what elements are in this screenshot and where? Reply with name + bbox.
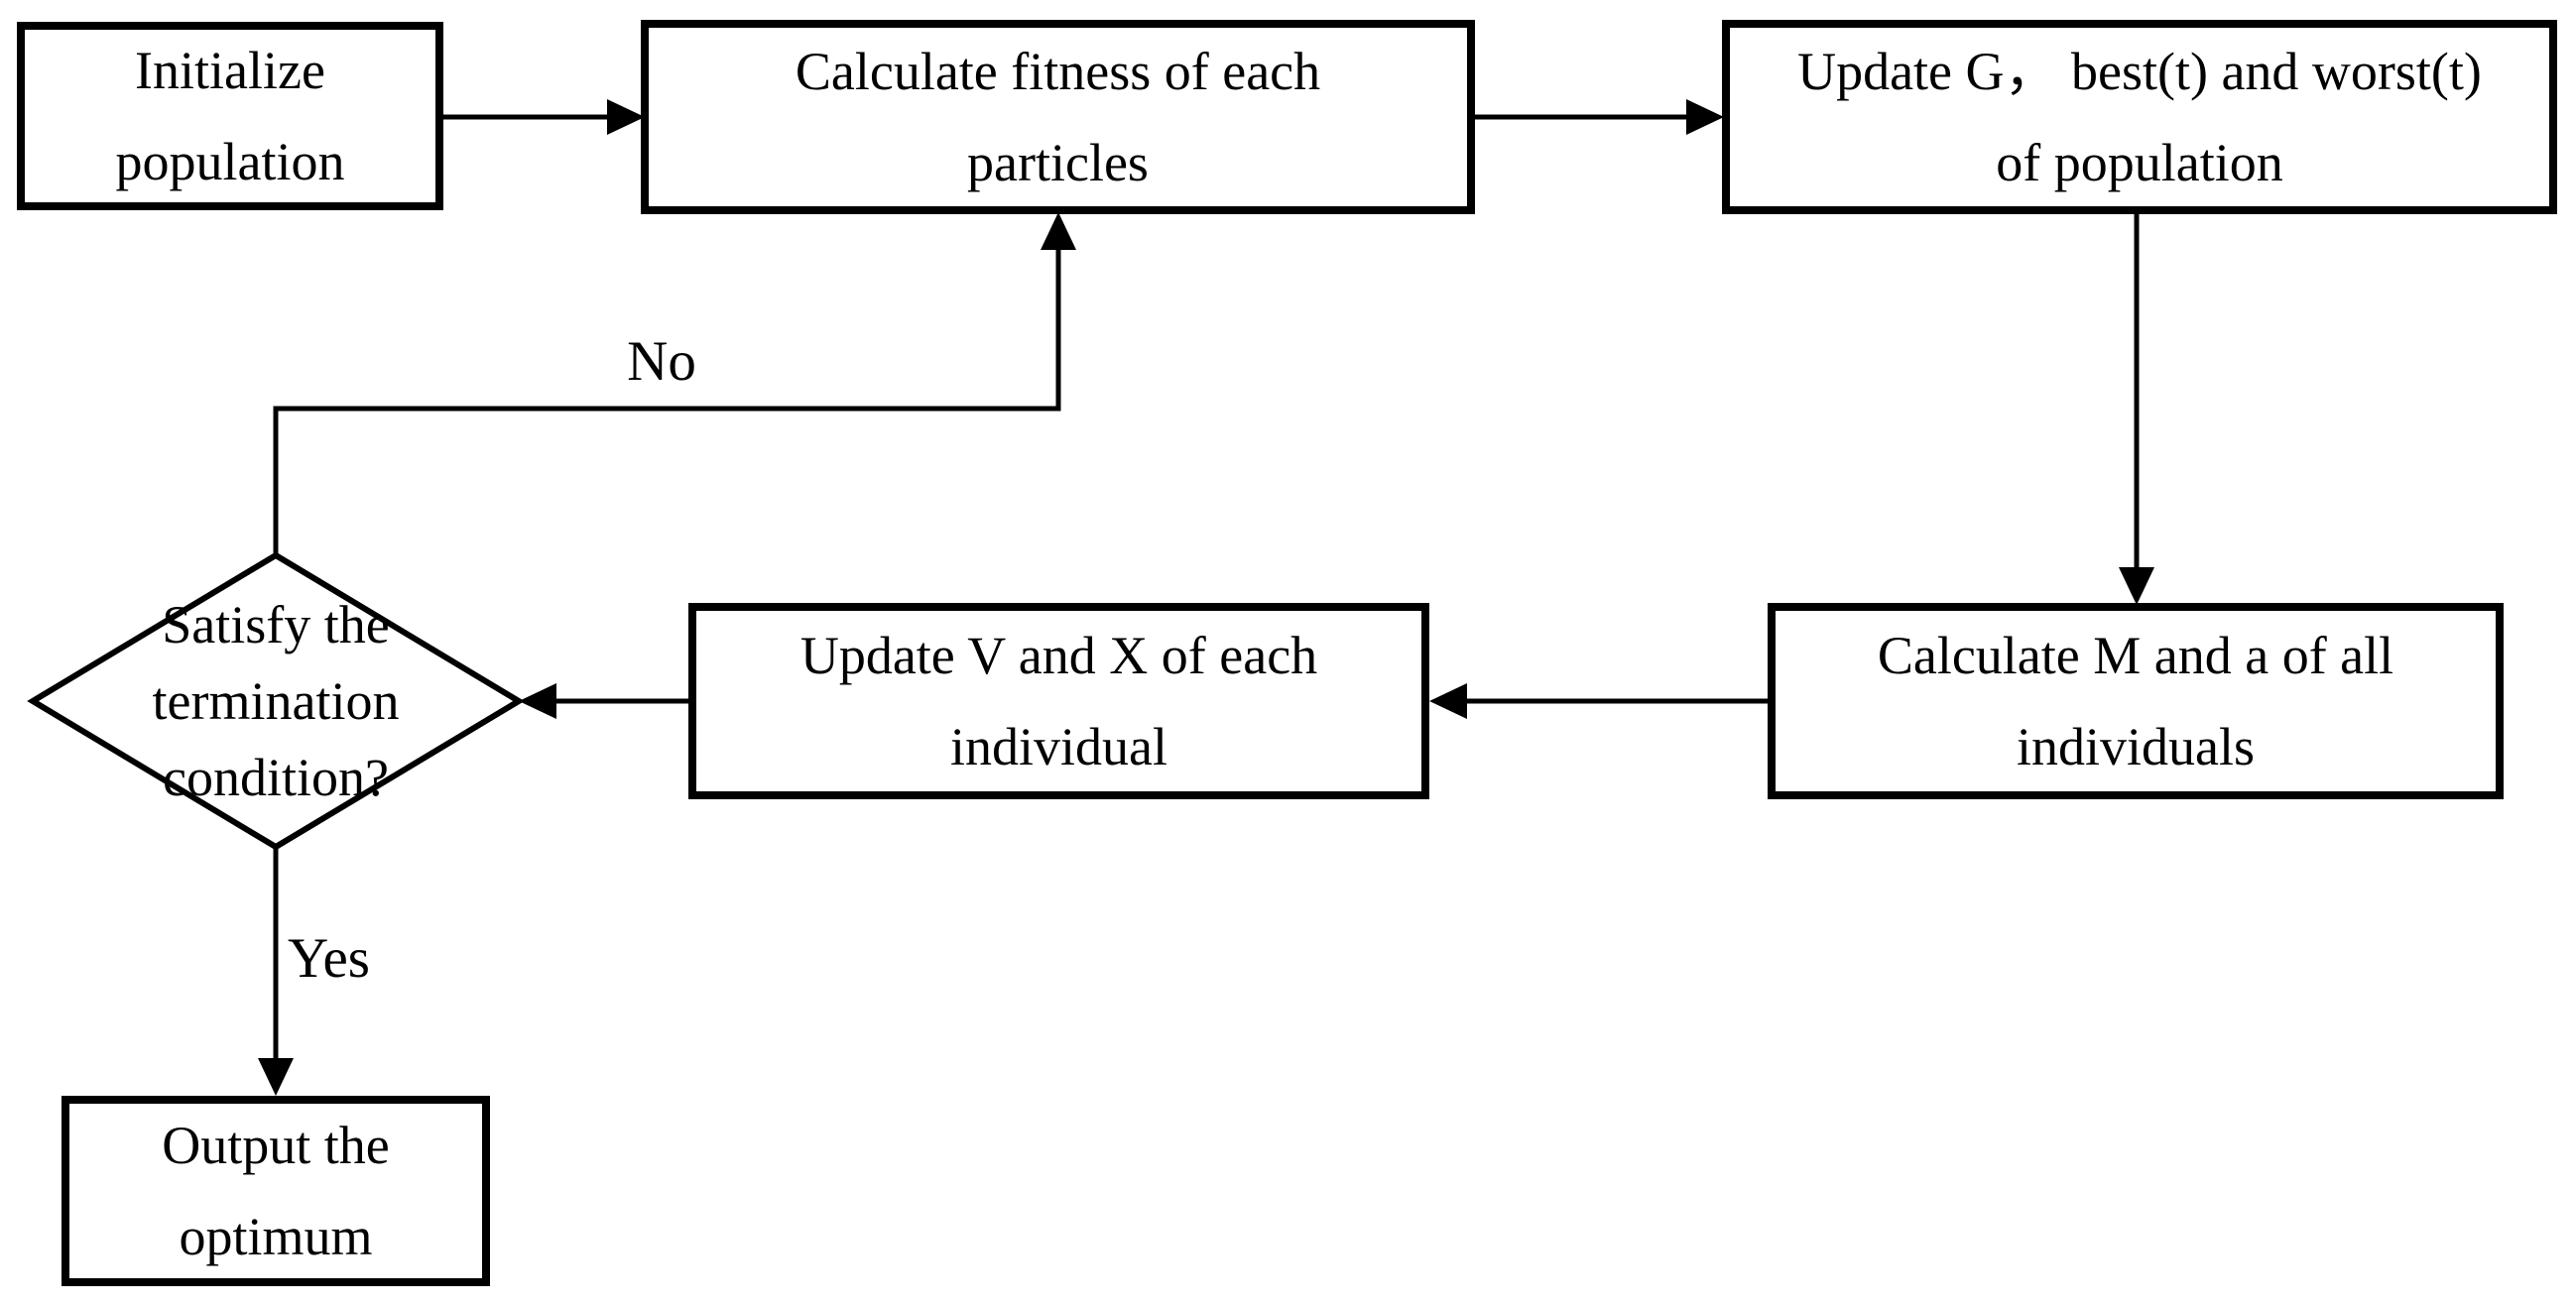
node-text-line: particles — [967, 133, 1149, 192]
arrowhead-down-icon — [2119, 567, 2154, 605]
node-text-line: Update V and X of each — [799, 626, 1318, 685]
connector-decision-to-output — [258, 847, 294, 1096]
node-text-line: Output the — [162, 1116, 390, 1175]
node-output-optimum: Output the optimum — [61, 1096, 490, 1286]
node-text-line: Initialize — [135, 41, 325, 100]
connector-update-vx-to-decision — [519, 683, 688, 719]
node-text-line: individuals — [2017, 717, 2255, 776]
node-text-line: Satisfy the — [162, 595, 390, 654]
connector-init-to-fitness — [443, 99, 645, 135]
connector-calc-ma-to-update-vx — [1429, 683, 1768, 719]
node-update-g-best-worst: Update G， best(t) and worst(t) of popula… — [1722, 20, 2557, 214]
connector-fitness-to-update-g — [1475, 99, 1724, 135]
arrowhead-down-icon — [258, 1058, 294, 1096]
node-text-line: condition? — [163, 748, 389, 807]
connector-update-g-to-calc-ma — [2119, 214, 2154, 605]
connector-decision-to-fitness-no-loop — [273, 212, 1076, 555]
node-calculate-fitness: Calculate fitness of each particles — [641, 20, 1475, 214]
node-text-line: optimum — [179, 1207, 373, 1266]
node-calculate-m-and-a: Calculate M and a of all individuals — [1768, 603, 2504, 799]
node-text-line: individual — [950, 717, 1167, 776]
node-text-line: Calculate fitness of each — [795, 42, 1321, 101]
decision-diamond-shape — [27, 551, 525, 851]
node-text-line: Calculate M and a of all — [1877, 626, 2394, 685]
arrowhead-left-icon — [1429, 683, 1467, 719]
node-text-line: population — [115, 132, 345, 191]
node-text-line: of population — [1996, 133, 2283, 192]
arrowhead-left-icon — [519, 683, 556, 719]
node-text-line: Update G， best(t) and worst(t) — [1797, 42, 2482, 101]
node-initialize-population: Initialize population — [17, 22, 443, 210]
arrowhead-up-icon — [1041, 212, 1076, 250]
arrowhead-right-icon — [607, 99, 645, 135]
node-update-v-and-x: Update V and X of each individual — [688, 603, 1429, 799]
node-text-line: termination — [152, 671, 400, 731]
edge-label-no: No — [627, 330, 696, 393]
edge-label-yes: Yes — [288, 927, 370, 990]
arrowhead-right-icon — [1686, 99, 1724, 135]
node-termination-decision: Satisfy the termination condition? — [28, 587, 524, 816]
